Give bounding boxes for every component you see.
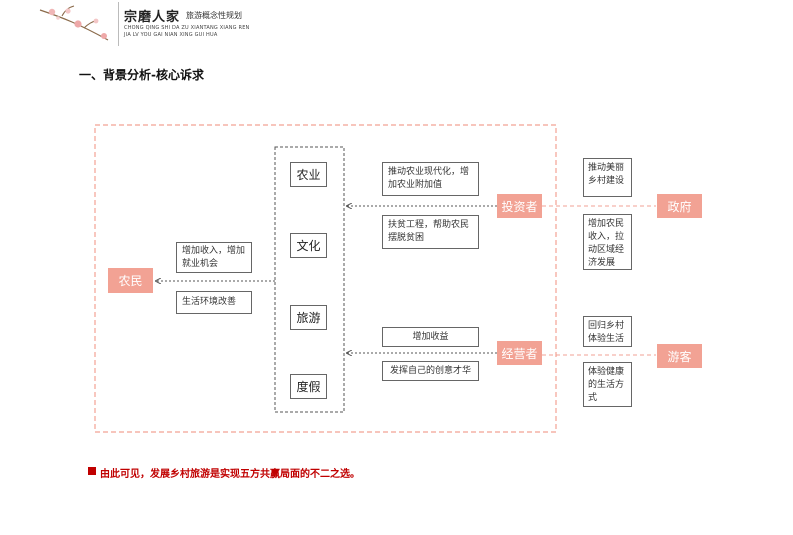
tourist-item-healthy-life: 体验健康的生活方式: [583, 362, 632, 407]
actor-operator: 经营者: [497, 341, 542, 365]
pinyin-line-2: JIA LV YOU GAI NIAN XING GUI HUA: [124, 32, 218, 38]
investor-item-modernize: 推动农业现代化，增加农业附加值: [382, 162, 479, 196]
conclusion-text: 由此可见，发展乡村旅游是实现五方共赢局面的不二之选。: [100, 469, 360, 480]
pinyin-line-1: CHONG QING SHI DA ZU XIANTANG XIANG REN: [124, 25, 250, 31]
operator-item-creativity: 发挥自己的创意才华: [382, 361, 479, 381]
investor-item-poverty: 扶贫工程，帮助农民摆脱贫困: [382, 215, 479, 249]
logo-title: 宗磨人家: [124, 10, 181, 25]
actor-investor: 投资者: [497, 194, 542, 218]
tourist-item-village-life: 回归乡村体验生活: [583, 316, 632, 347]
actor-farmer: 农民: [108, 268, 153, 293]
farmer-benefit-environment: 生活环境改善: [176, 291, 252, 314]
government-item-beautiful-village: 推动美丽乡村建设: [583, 158, 632, 197]
node-tourism: 旅游: [290, 305, 327, 330]
conclusion-bullet-icon: [88, 467, 96, 475]
plan-subtitle: 旅游概念性规划: [186, 11, 242, 20]
header-logo: [38, 2, 268, 46]
operator-item-revenue: 增加收益: [382, 327, 479, 347]
node-vacation: 度假: [290, 374, 327, 399]
section-title: 一、背景分析-核心诉求: [79, 68, 204, 82]
farmer-benefit-income: 增加收入，增加就业机会: [176, 242, 252, 273]
node-agriculture: 农业: [290, 162, 327, 187]
government-item-economy: 增加农民收入，拉动区域经济发展: [583, 214, 632, 270]
actor-government: 政府: [657, 194, 702, 218]
plum-blossom-icon: [39, 5, 109, 41]
actor-tourist: 游客: [657, 344, 702, 368]
node-culture: 文化: [290, 233, 327, 258]
